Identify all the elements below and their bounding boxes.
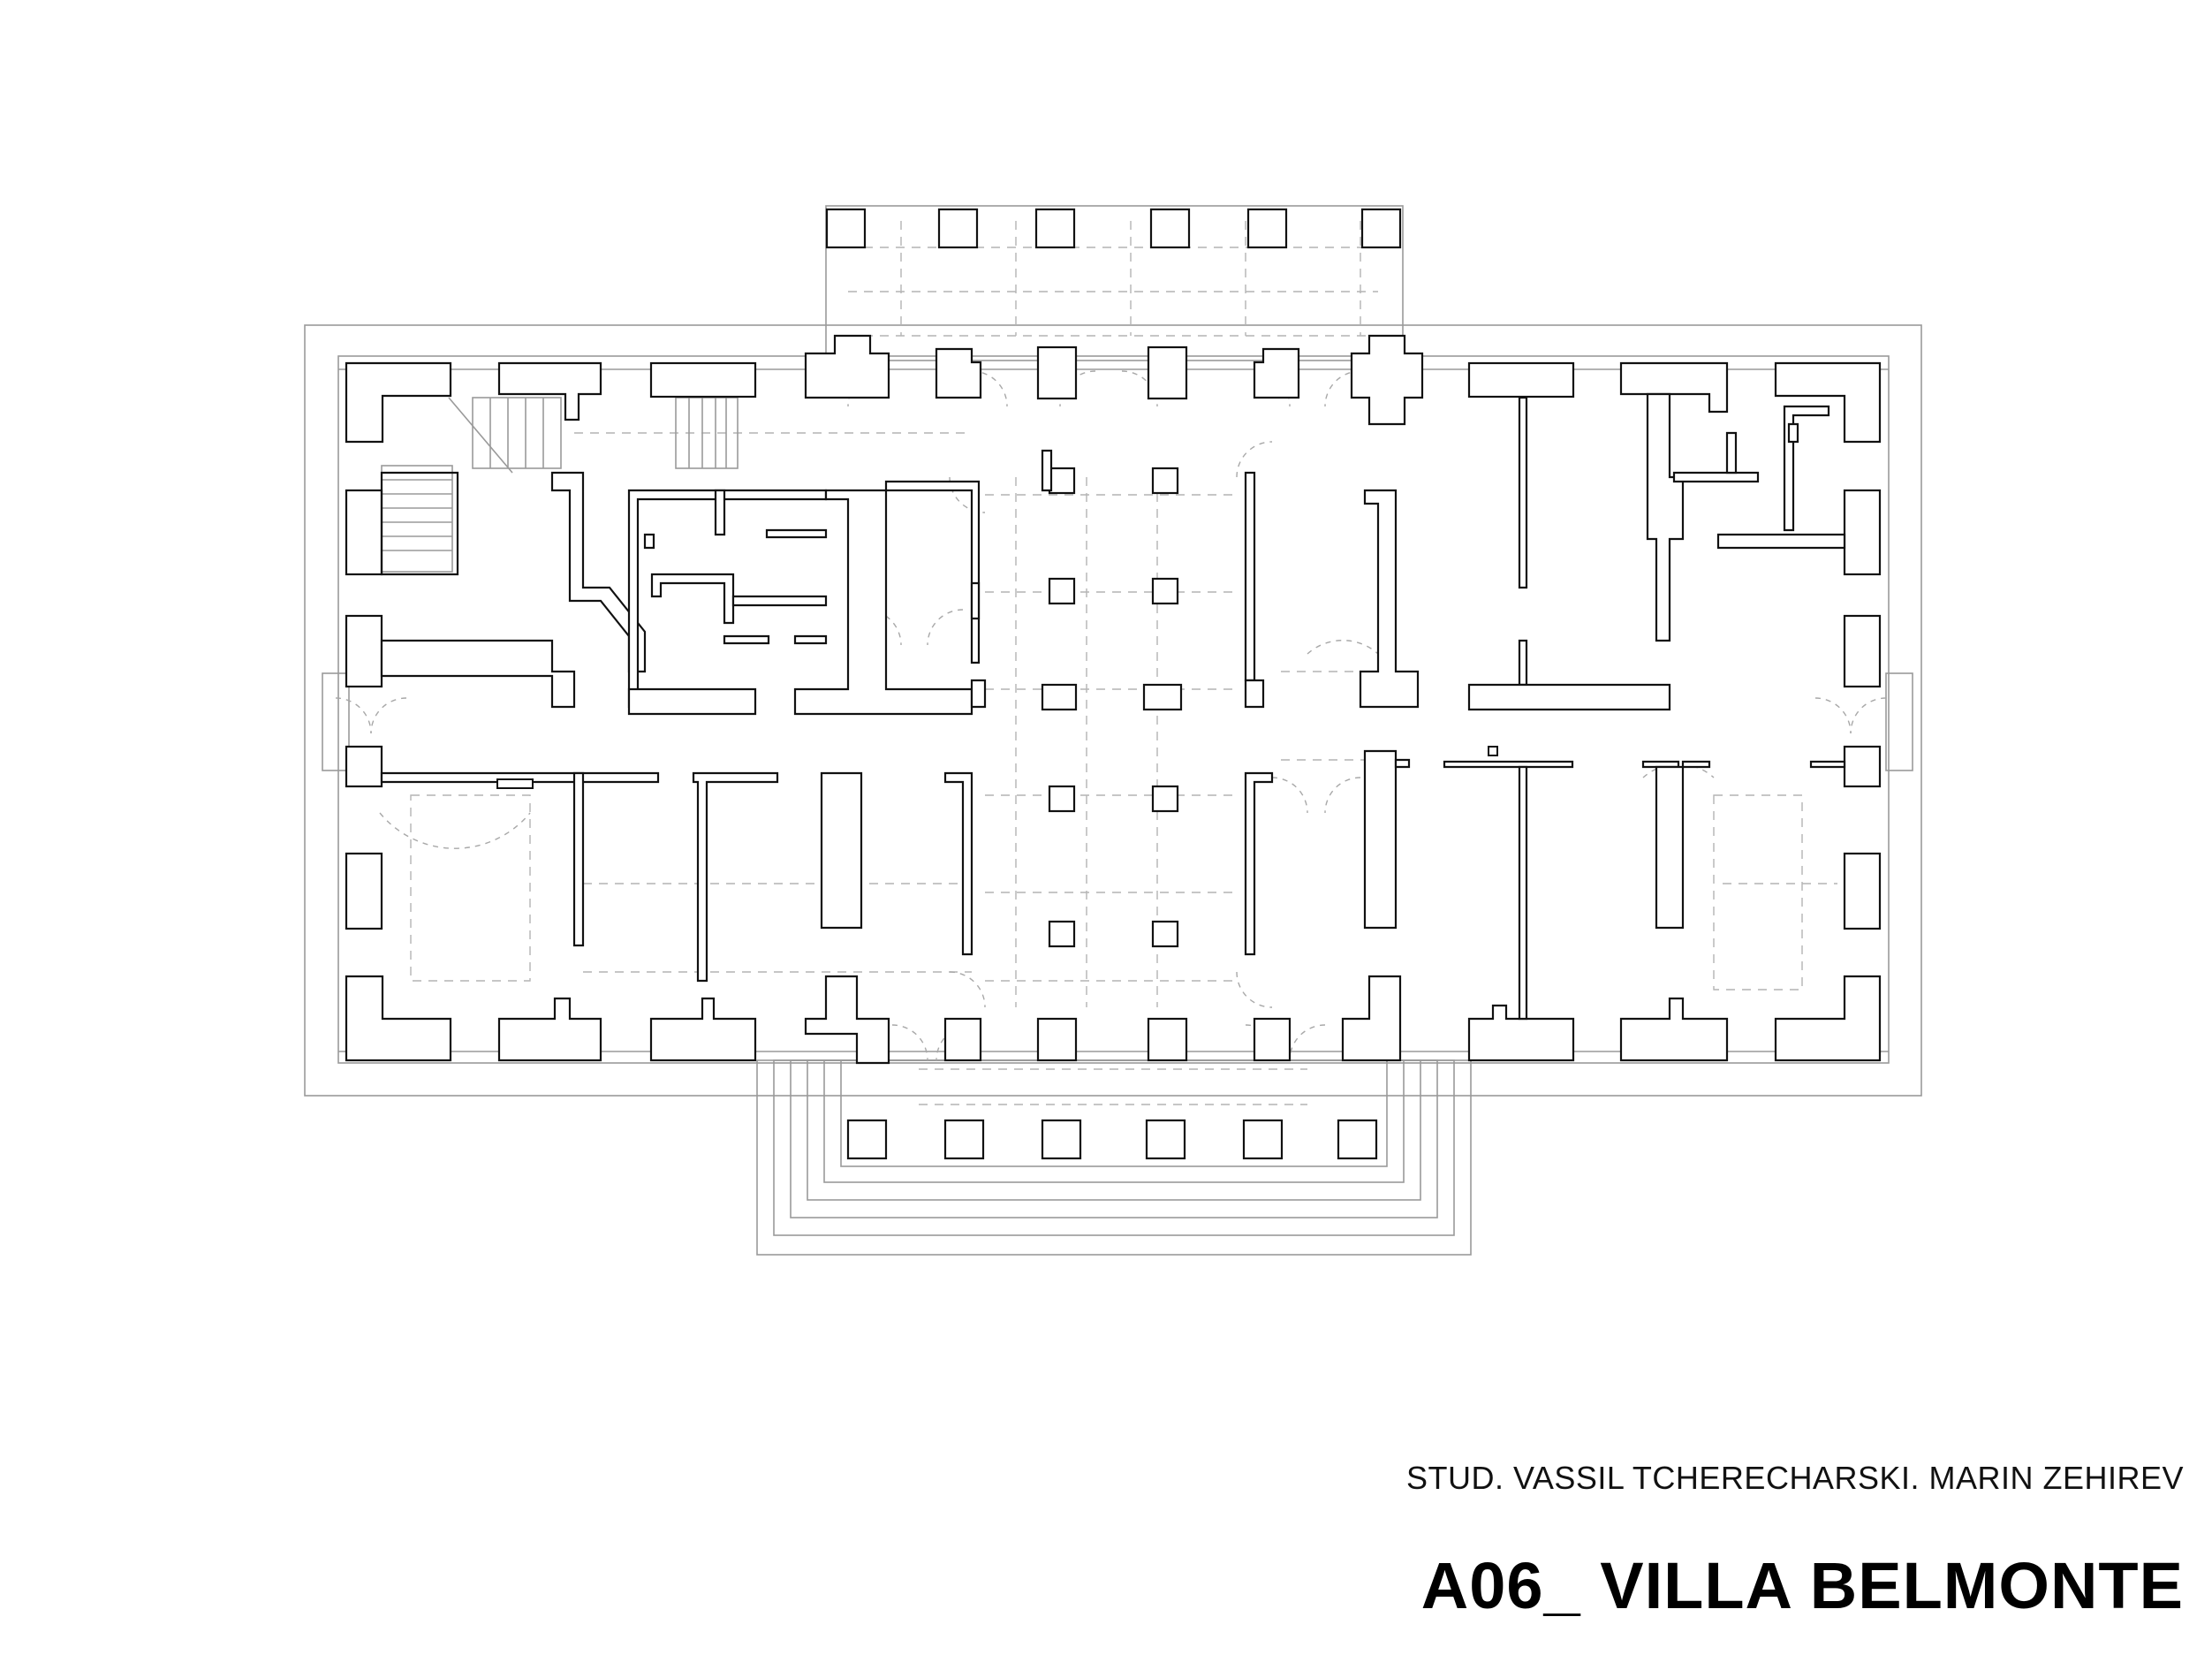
vault-lines — [410, 221, 1837, 1105]
hall-columns — [1041, 467, 1183, 948]
door-swings — [335, 370, 1887, 1061]
drawing-title: A06_ VILLA BELMONTE — [1420, 1549, 2184, 1622]
exterior-piers — [345, 334, 1882, 1065]
drawing-credit: STUD. VASSIL TCHERECHARSKI. MARIN ZEHIRE… — [1406, 1460, 2184, 1496]
interior-walls — [380, 392, 1846, 1021]
portico-columns — [825, 208, 1402, 1160]
